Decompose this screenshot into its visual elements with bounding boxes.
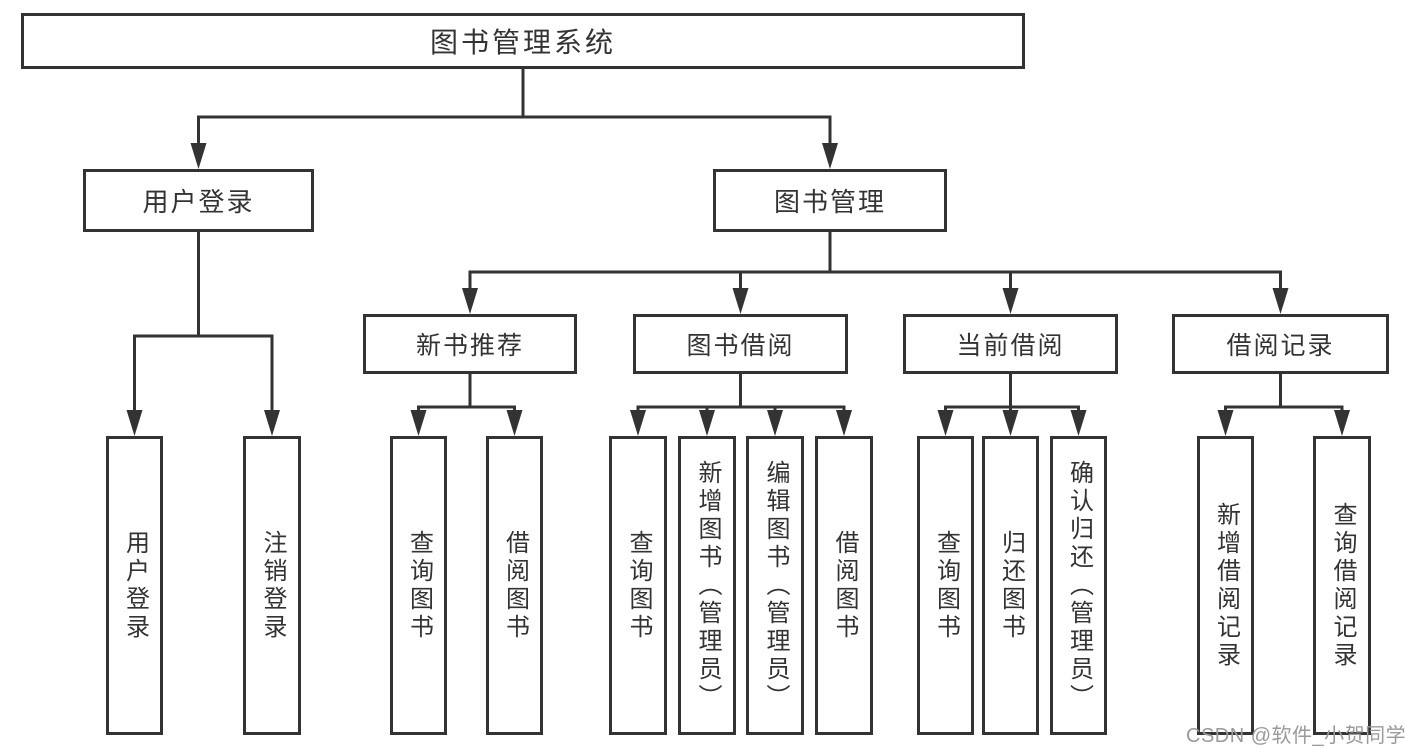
arrowhead [264,410,280,436]
node-book-borrow-label: 图书借阅 [686,332,795,360]
arrowhead [937,410,954,436]
leaf-br-add-record-label: 新增借阅记录 [1212,501,1240,670]
arrowhead [732,288,749,314]
leaf-cb-query-book: 查询图书 [917,436,974,735]
leaf-bb-add-book: 新增图书（管理员） [678,436,736,735]
leaf-nbr-query-book-label: 查询图书 [405,529,433,642]
arrowhead [822,143,838,169]
arrowhead [1334,410,1350,436]
leaf-logout: 注销登录 [243,436,301,735]
node-user-login: 用户登录 [83,169,314,232]
node-user-login-label: 用户登录 [142,187,255,217]
node-new-book-recommend-label: 新书推荐 [415,332,524,360]
node-current-borrow: 当前借阅 [903,314,1118,374]
arrowhead [462,288,478,314]
node-root-label: 图书管理系统 [429,27,616,58]
leaf-bb-edit-book: 编辑图书（管理员） [746,436,804,735]
leaf-br-query-record: 查询借阅记录 [1313,436,1371,735]
arrowhead [767,410,783,436]
node-borrow-record: 借阅记录 [1172,314,1389,374]
node-book-management: 图书管理 [713,169,947,232]
arrowhead [126,410,143,436]
node-current-borrow-label: 当前借阅 [956,332,1065,360]
arrowhead [506,410,523,436]
arrowhead [1002,410,1019,436]
leaf-cb-query-book-label: 查询图书 [932,529,960,642]
arrowhead [699,410,715,436]
leaf-bb-borrow-book: 借阅图书 [815,436,873,735]
leaf-bb-query-book-label: 查询图书 [625,529,652,642]
arrowhead [1070,410,1087,436]
arrowhead [836,410,852,436]
leaf-nbr-query-book: 查询图书 [390,436,447,735]
arrowhead [1217,410,1234,436]
leaf-bb-edit-book-label: 编辑图书（管理员） [762,459,789,712]
leaf-br-query-record-label: 查询借阅记录 [1329,501,1356,670]
leaf-logout-label: 注销登录 [259,529,286,642]
node-borrow-record-label: 借阅记录 [1226,332,1335,360]
leaf-nbr-borrow-book: 借阅图书 [486,436,543,735]
leaf-nbr-borrow-book-label: 借阅图书 [501,529,529,642]
leaf-user-login: 用户登录 [106,436,163,735]
arrowhead [1272,288,1289,314]
node-new-book-recommend: 新书推荐 [363,314,577,374]
watermark-text: CSDN @软件_小贺同学 [1186,725,1405,747]
arrowhead [410,410,427,436]
leaf-br-add-record: 新增借阅记录 [1197,436,1254,735]
arrowhead [630,410,646,436]
leaf-cb-return-book-label: 归还图书 [997,529,1025,642]
leaf-bb-add-book-label: 新增图书（管理员） [694,459,721,712]
leaf-cb-return-book: 归还图书 [982,436,1039,735]
arrowhead [190,143,207,169]
node-book-management-label: 图书管理 [773,187,886,217]
leaf-cb-confirm-return-label: 确认归还（管理员） [1065,459,1093,712]
arrowheads [126,143,1350,436]
leaf-bb-borrow-book-label: 借阅图书 [831,529,858,642]
leaf-bb-query-book: 查询图书 [609,436,667,735]
arrowhead [1002,288,1019,314]
node-book-borrow: 图书借阅 [633,314,848,374]
leaf-user-login-label: 用户登录 [121,529,149,642]
node-root: 图书管理系统 [21,13,1025,69]
leaf-cb-confirm-return: 确认归还（管理员） [1050,436,1107,735]
